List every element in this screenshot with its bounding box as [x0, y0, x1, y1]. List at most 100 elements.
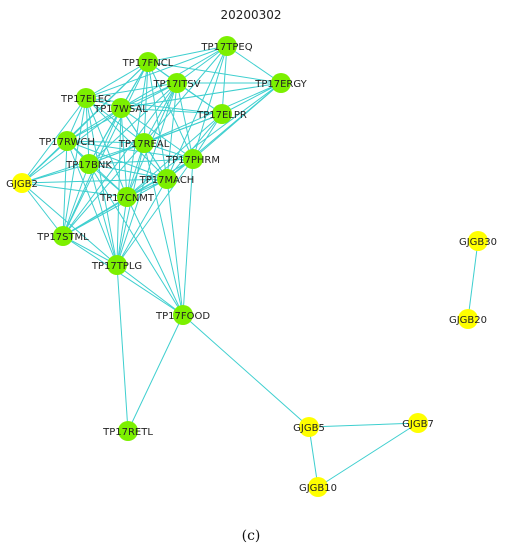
node-label: TP17MACH: [139, 175, 195, 186]
edge-gjgb2-tp17cnmt: [21, 182, 128, 198]
edge-tp17stml-tp17rwch: [62, 140, 68, 237]
edge-tp17stml-tp17itsv: [62, 82, 178, 237]
node-label: TP17TPLG: [91, 261, 142, 272]
node-tp17rwch: TP17RWCH: [38, 131, 95, 151]
node-circle: [79, 154, 99, 174]
node-circle: [53, 226, 73, 246]
node-label: GJGB5: [293, 423, 325, 434]
edge-tp17stml-tp17bnk: [62, 163, 90, 237]
node-tp17itsv: TP17ITSV: [152, 73, 201, 93]
node-circle: [468, 231, 488, 251]
node-label: GJGB20: [449, 315, 487, 326]
node-tp17real: TP17REAL: [118, 133, 170, 153]
edge-tp17elec-tp17tpeq: [85, 45, 228, 99]
node-label: TP17FOOD: [155, 311, 210, 322]
edge-tp17wsal-tp17ergy: [120, 82, 282, 109]
node-label: TP17FNCL: [122, 58, 174, 69]
edge-tp17tplg-tp17itsv: [116, 82, 178, 266]
edge-tp17tpeq-tp17elpr: [221, 45, 228, 115]
edge-gjgb2-tp17elec: [21, 97, 87, 184]
node-circle: [134, 133, 154, 153]
edge-tp17tplg-tp17retl: [116, 264, 129, 432]
figure-caption: (c): [242, 528, 261, 544]
node-tp17elpr: TP17ELPR: [196, 104, 247, 124]
edge-tp17stml-tp17food: [62, 235, 184, 316]
edge-tp17bnk-tp17food: [88, 163, 184, 316]
node-label: TP17ELEC: [60, 94, 111, 105]
node-tp17phrm: TP17PHRM: [165, 149, 220, 169]
edge-tp17rwch-tp17fncl: [66, 61, 149, 142]
node-tp17fncl: TP17FNCL: [122, 52, 174, 72]
node-label: TP17REAL: [118, 139, 170, 150]
node-tp17bnk: TP17BNK: [65, 154, 112, 174]
node-label: TP17RETL: [102, 427, 153, 438]
node-tp17retl: TP17RETL: [102, 421, 153, 441]
edge-tp17real-tp17food: [143, 142, 184, 316]
edge-tp17real-tp17itsv: [143, 82, 178, 144]
edge-tp17tplg-tp17food: [116, 264, 184, 316]
node-tp17food: TP17FOOD: [155, 305, 210, 325]
node-circle: [57, 131, 77, 151]
edge-tp17phrm-tp17wsal: [120, 107, 194, 160]
node-circle: [173, 305, 193, 325]
edge-tp17cnmt-tp17wsal: [120, 107, 128, 198]
edge-tp17wsal-tp17elpr: [120, 107, 223, 115]
node-circle: [408, 413, 428, 433]
edge-tp17real-tp17elec: [85, 97, 145, 144]
node-tp17cnmt: TP17CNMT: [99, 187, 155, 207]
edge-tp17phrm-tp17ergy: [192, 82, 282, 160]
edge-tp17stml-tp17elec: [62, 97, 87, 237]
node-circle: [167, 73, 187, 93]
node-tp17stml: TP17STML: [36, 226, 89, 246]
edge-tp17elpr-tp17ergy: [221, 82, 282, 115]
node-label: GJGB30: [459, 237, 497, 248]
node-circle: [76, 88, 96, 108]
edge-tp17cnmt-tp17food: [126, 196, 184, 316]
node-label: TP17WSAL: [93, 104, 148, 115]
edge-tp17elec-tp17elpr: [85, 97, 223, 115]
node-circle: [12, 173, 32, 193]
edge-tp17tplg-tp17cnmt: [116, 196, 128, 266]
node-circle: [183, 149, 203, 169]
edge-gjgb30-gjgb20: [467, 240, 479, 320]
node-tp17mach: TP17MACH: [139, 169, 195, 189]
node-tp17tplg: TP17TPLG: [91, 255, 142, 275]
edge-tp17stml-tp17real: [62, 142, 145, 237]
edge-gjgb2-tp17mach: [21, 178, 168, 184]
node-gjgb5: GJGB5: [293, 417, 325, 437]
node-gjgb20: GJGB20: [449, 309, 487, 329]
edge-tp17tpeq-tp17ergy: [226, 45, 282, 84]
node-circle: [117, 187, 137, 207]
edge-tp17phrm-tp17tpeq: [192, 45, 228, 160]
node-label: GJGB10: [299, 483, 337, 494]
node-label: TP17PHRM: [165, 155, 220, 166]
edge-tp17food-tp17retl: [127, 314, 184, 432]
node-gjgb7: GJGB7: [402, 413, 434, 433]
edge-tp17rwch-tp17wsal: [66, 107, 122, 142]
edge-tp17bnk-tp17itsv: [88, 82, 178, 165]
edge-tp17food-gjgb5: [182, 314, 310, 428]
node-label: TP17ITSV: [152, 79, 200, 90]
edge-tp17mach-tp17bnk: [88, 163, 168, 180]
node-tp17ergy: TP17ERGY: [254, 73, 308, 93]
node-label: TP17CNMT: [99, 193, 155, 204]
edge-tp17phrm-tp17food: [182, 158, 194, 316]
node-circle: [212, 104, 232, 124]
node-label: GJGB2: [6, 179, 38, 190]
edge-tp17mach-tp17elec: [85, 97, 168, 180]
node-label: TP17ERGY: [254, 79, 307, 90]
node-label: TP17ELPR: [196, 110, 247, 121]
diagram-title: 20200302: [220, 8, 281, 22]
node-circle: [458, 309, 478, 329]
node-gjgb2: GJGB2: [6, 173, 38, 193]
node-circle: [271, 73, 291, 93]
edge-tp17wsal-tp17itsv: [120, 82, 178, 109]
edge-tp17itsv-tp17tpeq: [176, 45, 228, 84]
node-gjgb30: GJGB30: [459, 231, 497, 251]
edge-tp17cnmt-tp17elpr: [126, 113, 223, 198]
nodes-layer: TP17TPEQ TP17FNCL TP17ITSV TP17ERGY TP17ELEC…: [6, 36, 497, 497]
node-tp17tpeq: TP17TPEQ: [200, 36, 253, 56]
node-circle: [118, 421, 138, 441]
edge-gjgb5-gjgb10: [308, 426, 319, 488]
edge-tp17real-tp17rwch: [66, 140, 145, 144]
